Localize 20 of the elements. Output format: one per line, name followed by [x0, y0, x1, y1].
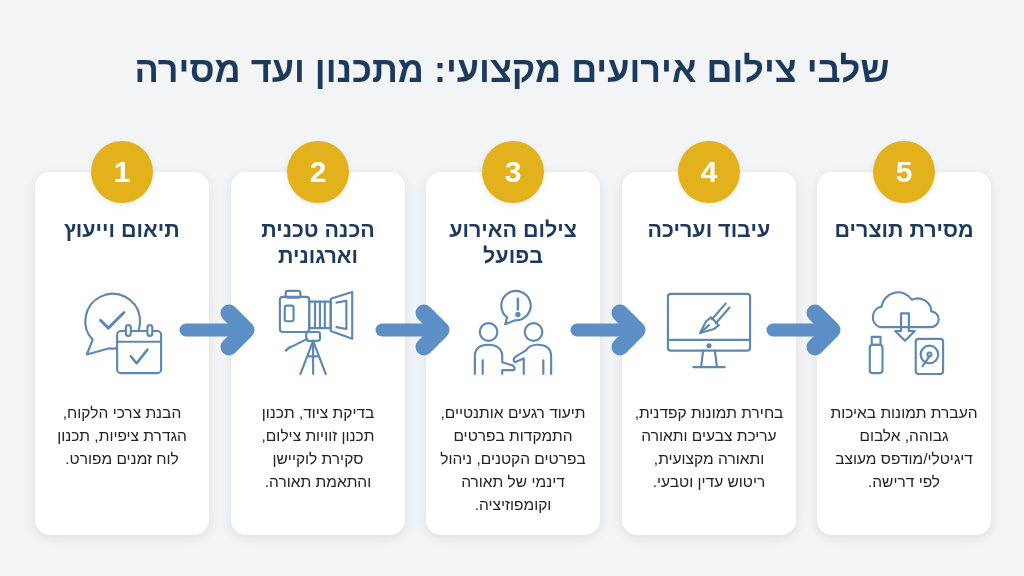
number-badge: 3: [482, 141, 544, 203]
step-description: תיעוד רגעים אותנטיים, התמקדות בפרטים בפרטים הקטנים, ניהול דינמי של תאורה וקומפוזיציה.: [440, 403, 586, 515]
title: שלבי צילום אירועים מקצועי: מתכנון ועד מסירה: [134, 48, 890, 92]
number-badge: 2: [287, 141, 349, 203]
step-description: הבנת צרכי הלקוח, הגדרת ציפיות, תכנון לוח זמנים מפורט.: [56, 403, 188, 469]
step-heading: הכנה טכנית וארגונית: [260, 217, 376, 269]
step-heading: תיאום וייעוץ: [64, 217, 180, 243]
arrow: [570, 304, 646, 356]
step-description: בחירת תמונות קפדנית, עריכת צבעים ותאורה ותאורה מקצועית, ריטוש עדין וטבעי.: [634, 403, 784, 492]
number-badge: 4: [678, 141, 740, 203]
step-heading: צילום האירוע בפועל: [448, 217, 578, 269]
arrow: [766, 304, 841, 356]
step-heading: מסירת תוצרים: [834, 217, 974, 243]
step-heading: עיבוד ועריכה: [647, 217, 771, 243]
step-description: בדיקת ציוד, תכנון תכנון זוויות צילום, סקירת לוקיישן והתאמת תאורה.: [260, 403, 376, 492]
number-badge: 5: [873, 141, 935, 203]
number-badge: 1: [91, 141, 153, 203]
step-description: העברת תמונות באיכות גבוהה, אלבום דיגיטלי/מודפס מעוצב לפי דרישה.: [829, 403, 979, 492]
arrow: [375, 304, 450, 356]
arrow: [179, 304, 255, 356]
